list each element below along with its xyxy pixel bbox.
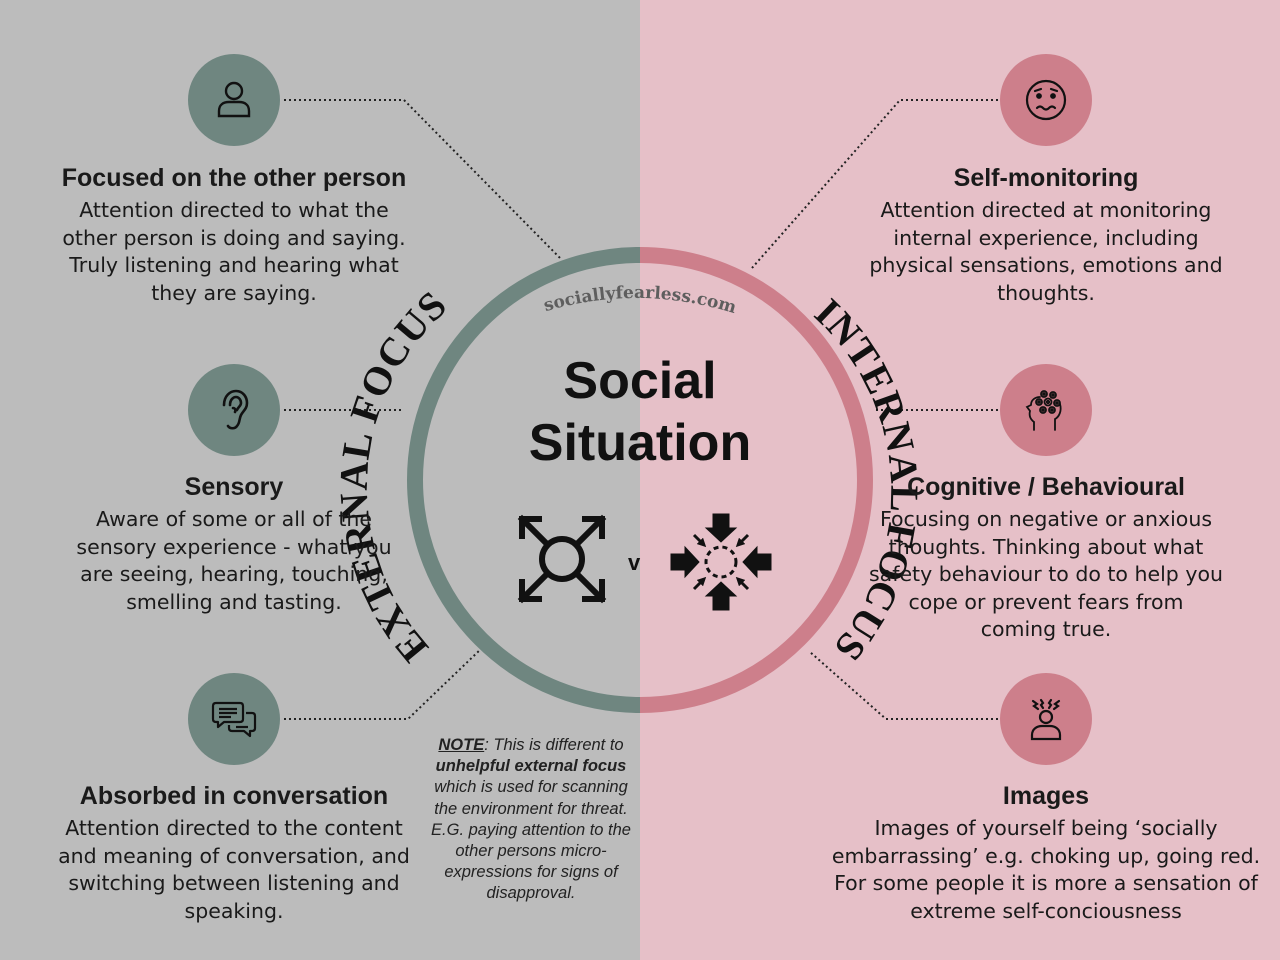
connector-lines: [284, 99, 998, 720]
social-situation-title: Social Situation: [470, 350, 810, 474]
desc-line: other person is doing and saying.: [62, 225, 406, 250]
title-line-2: Situation: [528, 414, 752, 472]
desc-line: For some people it is more a sensation o…: [834, 871, 1258, 895]
ring-left-half: [407, 247, 641, 713]
images-block: Images Images of yourself being ‘sociall…: [780, 782, 1280, 925]
desc-line: extreme self-conciousness: [910, 898, 1182, 923]
internal-focus-panel: [640, 0, 1280, 960]
head-spirals-icon: [1025, 390, 1062, 431]
title-line-1: Social: [563, 352, 717, 410]
chat-bubbles-icon: [211, 701, 257, 738]
cognitive-behavioural-block: Cognitive / Behavioural Focusing on nega…: [841, 473, 1251, 644]
images-description: Images of yourself being ‘socially embar…: [780, 815, 1280, 925]
absorbed-in-conversation-title: Absorbed in conversation: [79, 782, 389, 810]
connector-focused-person: [284, 99, 561, 259]
stressed-person-icon: [1030, 698, 1062, 741]
note-box: NOTE: This is different to unhelpful ext…: [424, 735, 638, 905]
note-text-1: : This is different to: [484, 736, 624, 754]
desc-line: internal experience, including: [893, 225, 1199, 250]
note-bold: unhelpful external focus: [435, 757, 627, 776]
focused-on-other-person-title: Focused on the other person: [61, 164, 407, 192]
stressed-person-icon-circle: [1000, 673, 1092, 765]
self-monitoring-description: Attention directed at monitoring interna…: [846, 197, 1246, 307]
desc-line: Attention directed at monitoring: [880, 198, 1212, 222]
absorbed-in-conversation-block: Absorbed in conversation Attention direc…: [34, 782, 434, 925]
images-title: Images: [1002, 782, 1090, 810]
desc-line: are seeing, hearing, touching,: [80, 562, 388, 586]
versus-label: v: [628, 550, 641, 575]
focused-on-other-person-block: Focused on the other person Attention di…: [34, 164, 434, 307]
desc-line: embarrassing’ e.g. choking up, going red…: [831, 843, 1261, 868]
ear-icon: [222, 389, 249, 430]
desc-line: Focusing on negative or anxious: [879, 507, 1213, 531]
person-icon-circle: [188, 54, 280, 146]
desc-line: Aware of some or all of the: [95, 507, 373, 531]
desc-line: Images of yourself being ‘socially: [874, 816, 1218, 840]
worried-face-icon-circle: [1000, 54, 1092, 146]
desc-line: they are saying.: [151, 280, 317, 305]
expand-arrows-icon: [517, 514, 607, 604]
website-label: sociallyfearless.com: [541, 283, 738, 318]
worried-face-icon: [1025, 79, 1067, 121]
note-label: NOTE: [438, 736, 485, 754]
self-monitoring-title: Self-monitoring: [953, 164, 1139, 192]
desc-line: safety behaviour to do to help you: [868, 562, 1223, 586]
connector-conversation: [284, 647, 483, 720]
head-spirals-icon-circle: [1000, 364, 1092, 456]
desc-line: Truly listening and hearing what: [69, 253, 399, 277]
desc-line: and meaning of conversation, and: [58, 843, 410, 868]
connector-images: [809, 651, 998, 720]
sensory-title: Sensory: [184, 473, 284, 501]
chat-bubbles-icon-circle: [188, 673, 280, 765]
absorbed-in-conversation-description: Attention directed to the content and me…: [34, 815, 434, 925]
desc-line: Attention directed to the content: [65, 816, 403, 840]
note-text-2: which is used for scanning the environme…: [431, 778, 631, 903]
ear-icon-circle: [188, 364, 280, 456]
desc-line: Attention directed to what the: [79, 198, 389, 222]
desc-line: cope or prevent fears from: [908, 589, 1184, 614]
ring-right-half: [639, 247, 873, 713]
desc-line: thoughts.: [997, 280, 1095, 305]
sensory-block: Sensory Aware of some or all of the sens…: [34, 473, 434, 616]
sensory-description: Aware of some or all of the sensory expe…: [34, 506, 434, 616]
focused-on-other-person-description: Attention directed to what the other per…: [34, 197, 434, 307]
desc-line: sensory experience - what you: [76, 534, 392, 559]
desc-line: thoughts. Thinking about what: [888, 534, 1204, 559]
person-icon: [217, 81, 251, 118]
self-monitoring-block: Self-monitoring Attention directed at mo…: [846, 164, 1246, 307]
desc-line: speaking.: [184, 898, 284, 923]
external-focus-panel: [0, 0, 640, 960]
cognitive-behavioural-description: Focusing on negative or anxious thoughts…: [841, 506, 1251, 644]
cognitive-behavioural-title: Cognitive / Behavioural: [907, 473, 1185, 501]
desc-line: smelling and tasting.: [126, 589, 342, 614]
desc-line: physical sensations, emotions and: [869, 253, 1223, 277]
desc-line: coming true.: [980, 617, 1112, 641]
desc-line: switching between listening and: [68, 871, 400, 895]
converge-arrows-icon: [670, 513, 772, 611]
